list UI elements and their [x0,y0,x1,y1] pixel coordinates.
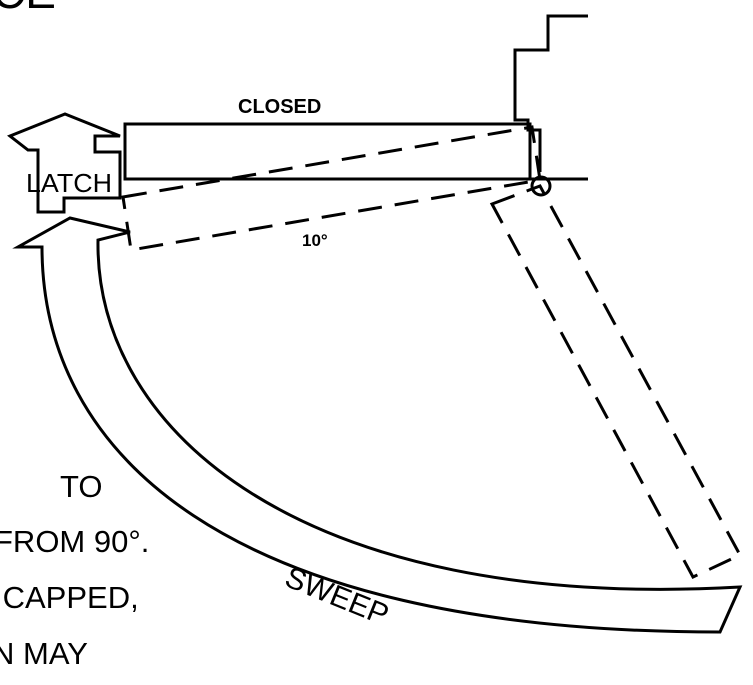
note-line-2: FROM 90°. [0,524,149,559]
door-10-degree-position [121,125,542,252]
door-open-position [489,184,743,579]
sweep-label: SWEEP [280,561,393,632]
angle-label: 10° [302,231,328,250]
note-line-3: ICAPPED, [0,580,139,615]
note-line-4: N MAY [0,636,88,671]
latch-label: LATCH [26,168,112,198]
door-frame [513,14,588,172]
note-line-1: TO [60,469,103,504]
sweep-arrow-icon [12,216,743,634]
door-closed [123,122,532,181]
latch-arrow-icon [7,112,122,214]
top-cropped-text: CE [0,0,56,18]
closed-label: CLOSED [238,96,321,118]
